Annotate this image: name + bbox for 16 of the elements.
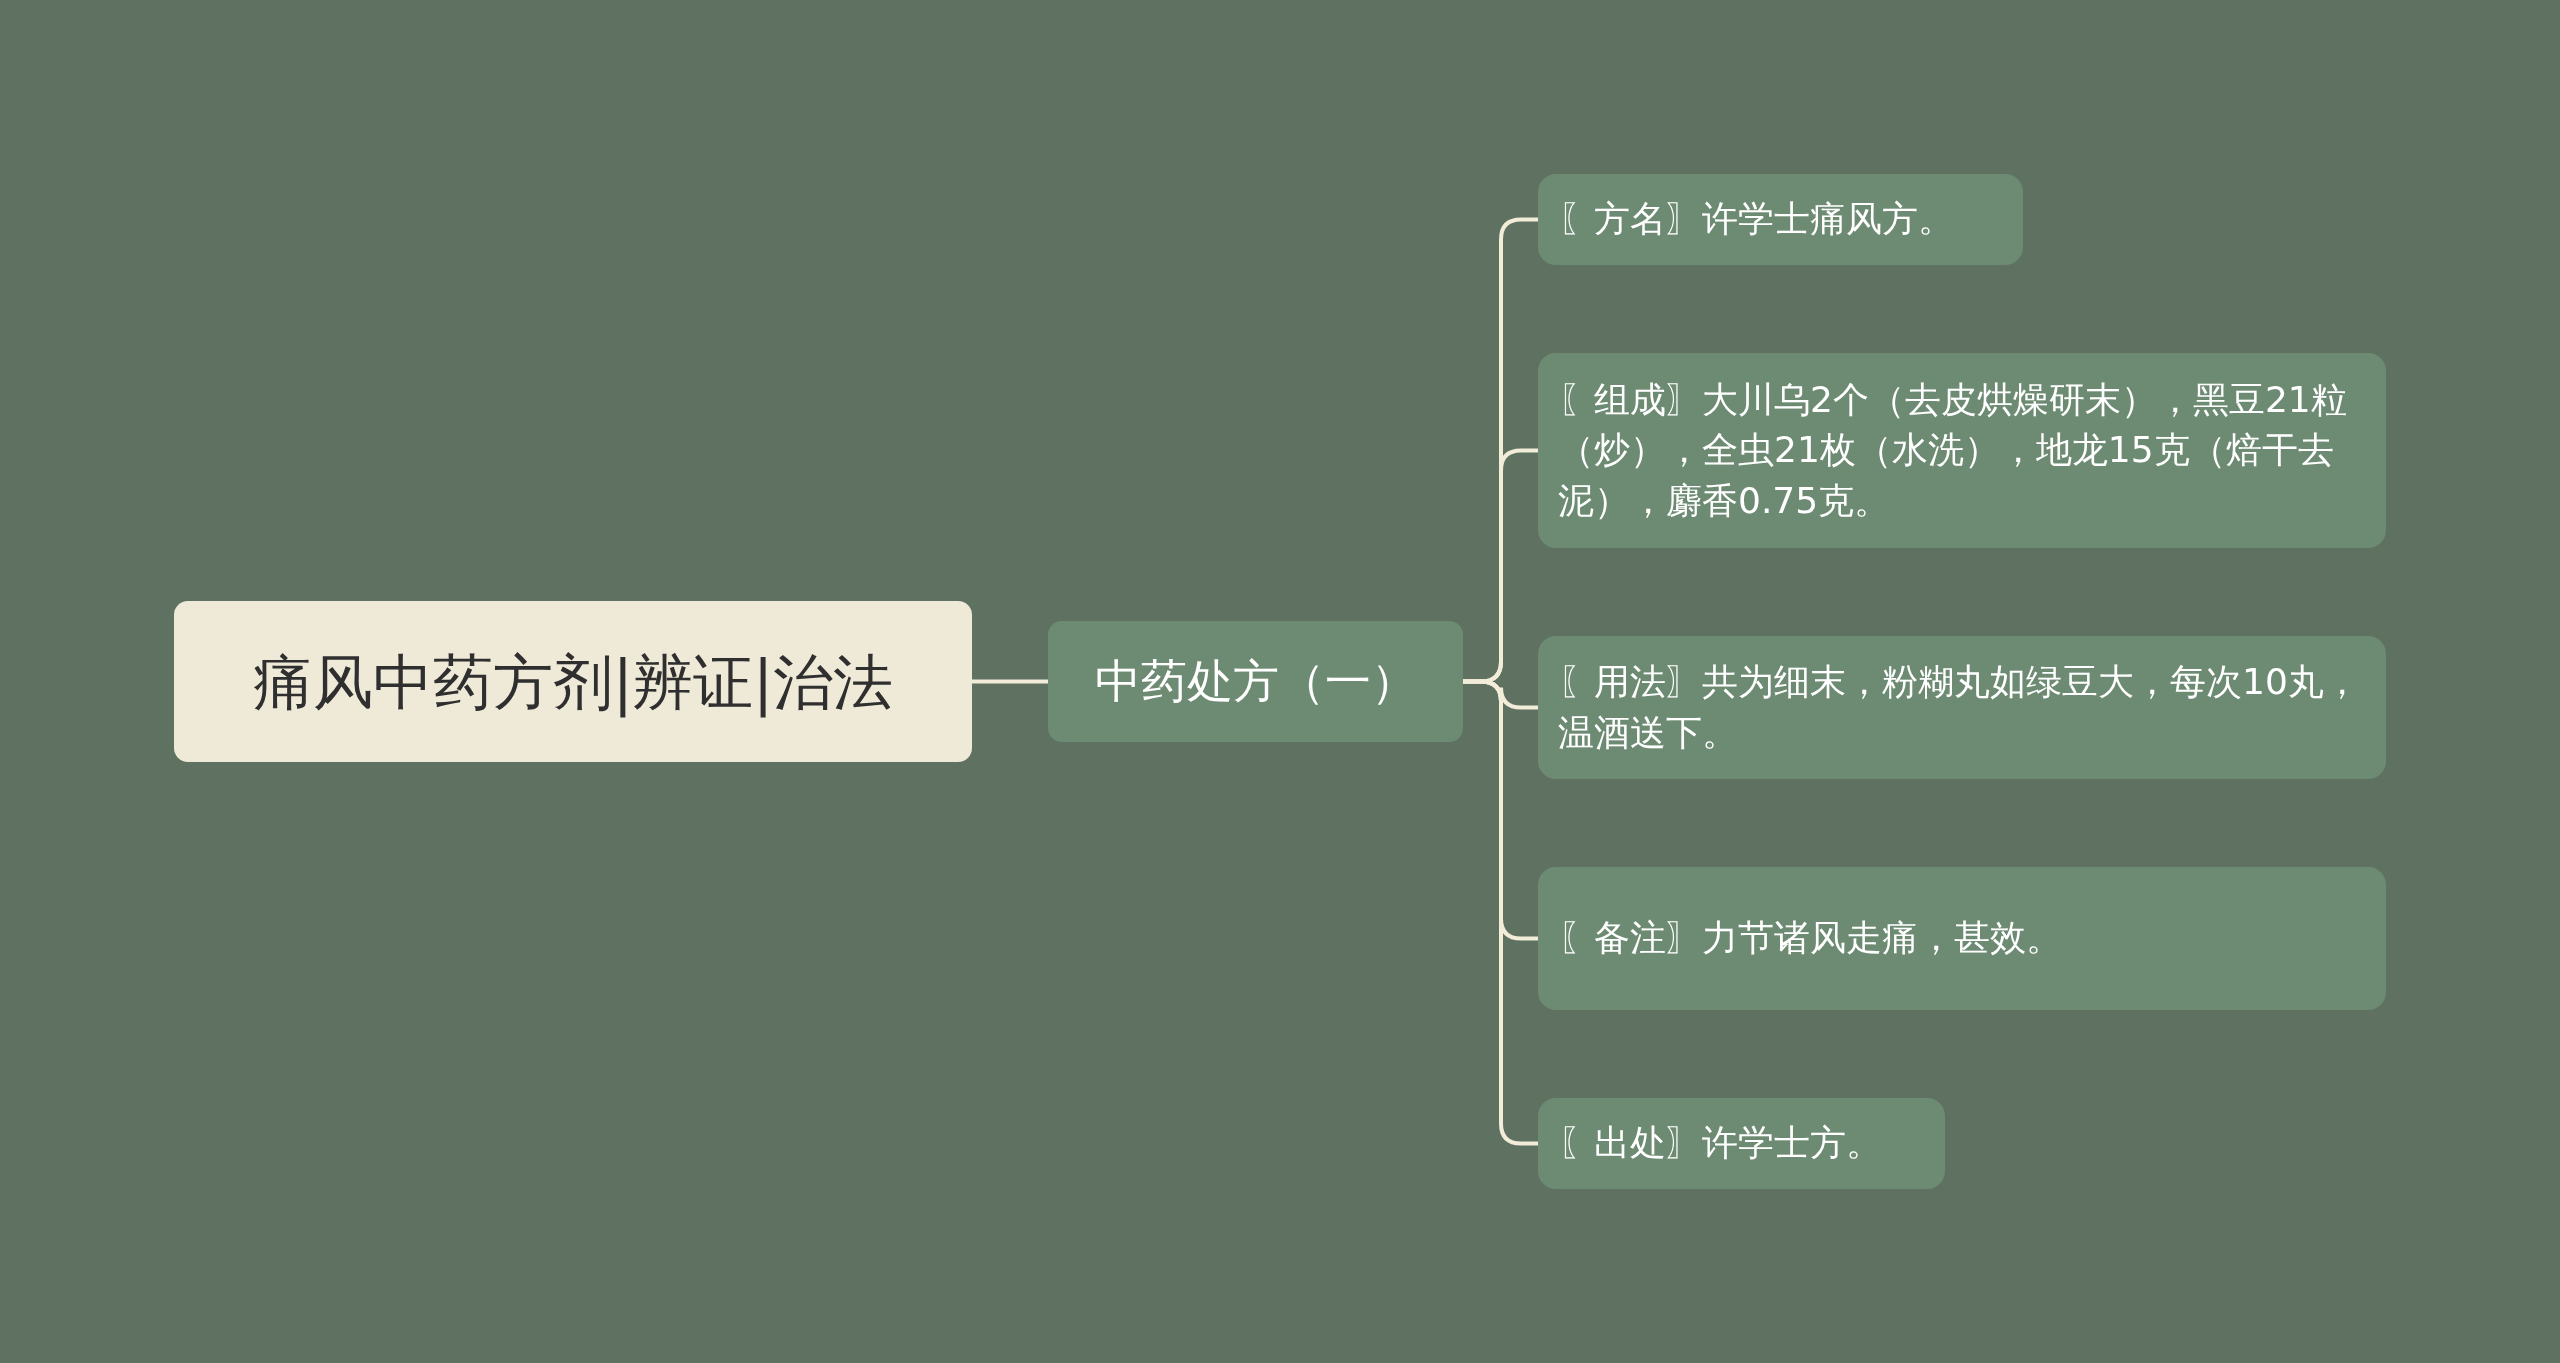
node-text: 〖用法〗共为细末，粉糊丸如绿豆大，每次10丸，温酒送下。 [1558,660,2360,755]
branch-box [1538,1098,1945,1189]
connector-line [972,679,1048,684]
branch-box [1538,636,2386,779]
branch-box [1538,867,2386,1010]
branch-box [1048,621,1463,742]
node-text: 〖出处〗许学士方。 [1558,1121,1882,1166]
node-text: 痛风中药方剂|辨证|治法 [252,645,894,720]
node-text: 中药处方（一） [1094,653,1417,711]
connector-line [1463,679,1538,1146]
node-text: 〖方名〗许学士痛风方。 [1558,197,1954,242]
topic-box [174,601,972,762]
branch-box [1538,353,2386,548]
node-text: 〖备注〗力节诸风走痛，甚效。 [1558,916,2062,961]
branch-box [1538,174,2023,265]
node-text: 〖组成〗大川乌2个（去皮烘燥研末），黑豆21粒（炒），全虫21枚（水洗），地龙15克（焙干去泥），麝香0.75克。 [1558,377,2348,523]
